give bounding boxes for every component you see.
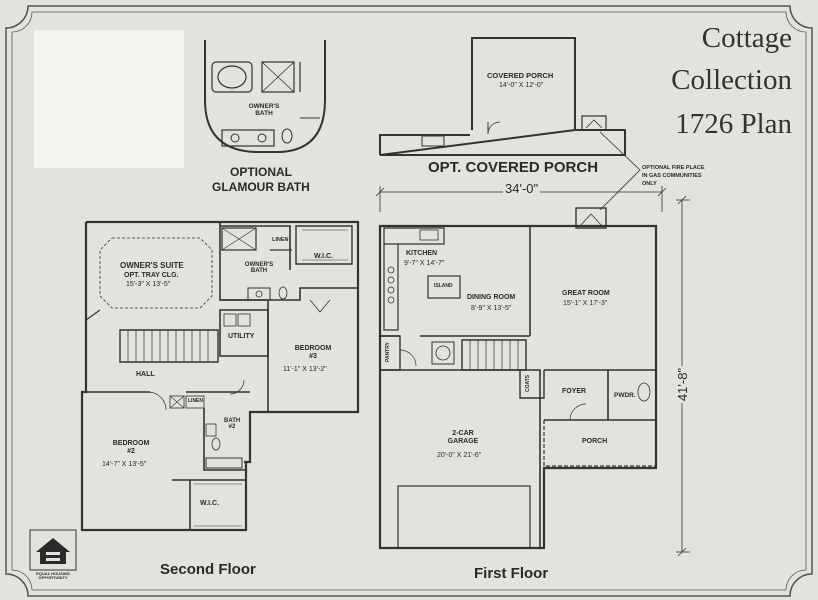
linen-hall-label: LINEN [188,398,203,404]
redacted-panel [34,30,184,168]
covered-porch-plan [379,37,626,156]
wic-top-label: W.I.C. [314,253,334,260]
equal-housing-text: EQUAL HOUSING OPPORTUNITY [36,571,70,580]
first-floor-plan [378,207,658,550]
bedroom2-size: 14'-7" X 13'-5" [102,461,147,468]
bedroom3-label: BEDROOM #3 [294,345,332,361]
second-floor-caption: Second Floor [160,561,256,578]
dining-room-label: DINING ROOM [467,294,516,301]
pantry-label: PANTRY [385,342,391,362]
garage-label: 2-CAR GARAGE [447,430,479,446]
fireplace-note-line-1: OPTIONAL FIRE PLACE [642,165,705,171]
title-line-1: Cottage [701,22,792,54]
linen-top-label: LINEN [272,237,289,243]
equal-housing-logo [29,529,77,571]
owners-suite-note: OPT. TRAY CLG. [124,272,179,279]
garage-size: 20'-0" X 21'-6" [437,452,482,459]
porch-label: PORCH [582,438,608,445]
bath2-label: BATH #2 [224,418,241,430]
covered-porch-size: 14'-0" X 12'-0" [499,82,544,89]
glamour-bath-plan [204,40,326,153]
kitchen-size: 9'-7" X 14'-7" [404,260,445,267]
second-floor-plan [80,220,360,532]
dining-room-size: 8'-9" X 13'-5" [471,305,512,312]
owners-suite-size: 15'-3" X 13'-5" [126,281,171,288]
title-line-2: Collection [671,64,792,96]
hall-label: HALL [136,371,155,378]
owners-suite-label: OWNER'S SUITE [120,261,184,270]
glamour-caption-line-1: OPTIONAL [230,165,292,179]
fireplace-note-line-3: ONLY [642,181,657,187]
opt-covered-porch-caption: OPT. COVERED PORCH [428,159,599,176]
title-line-3: 1726 Plan [675,108,792,140]
great-room-size: 15'-1" X 17'-3" [563,300,608,307]
overall-width-dimension: 34'-0" [503,181,541,196]
fireplace-note-leader [599,131,641,211]
foyer-label: FOYER [562,388,587,395]
first-floor-caption: First Floor [474,565,549,582]
kitchen-label: KITCHEN [406,250,438,257]
island-label: ISLAND [434,283,453,289]
owners-bath-label: OWNER'S BATH [244,262,274,274]
overall-depth-dimension: 41'-8" [675,365,691,404]
covered-porch-label: COVERED PORCH [487,71,554,80]
glamour-owners-bath-label: OWNER'S BATH [248,103,280,117]
utility-label: UTILITY [228,333,255,340]
dimension-lines [375,186,690,557]
bedroom3-size: 11'-1" X 13'-2" [283,366,327,373]
glamour-caption-line-2: GLAMOUR BATH [212,180,310,194]
decorative-border [5,5,813,597]
great-room-label: GREAT ROOM [562,290,610,297]
coats-label: COATS [525,374,531,392]
wic-bottom-label: W.I.C. [200,500,220,507]
bedroom2-label: BEDROOM #2 [112,440,150,456]
fireplace-note-line-2: IN GAS COMMUNITIES [642,173,702,179]
powder-label: PWDR. [614,392,636,399]
